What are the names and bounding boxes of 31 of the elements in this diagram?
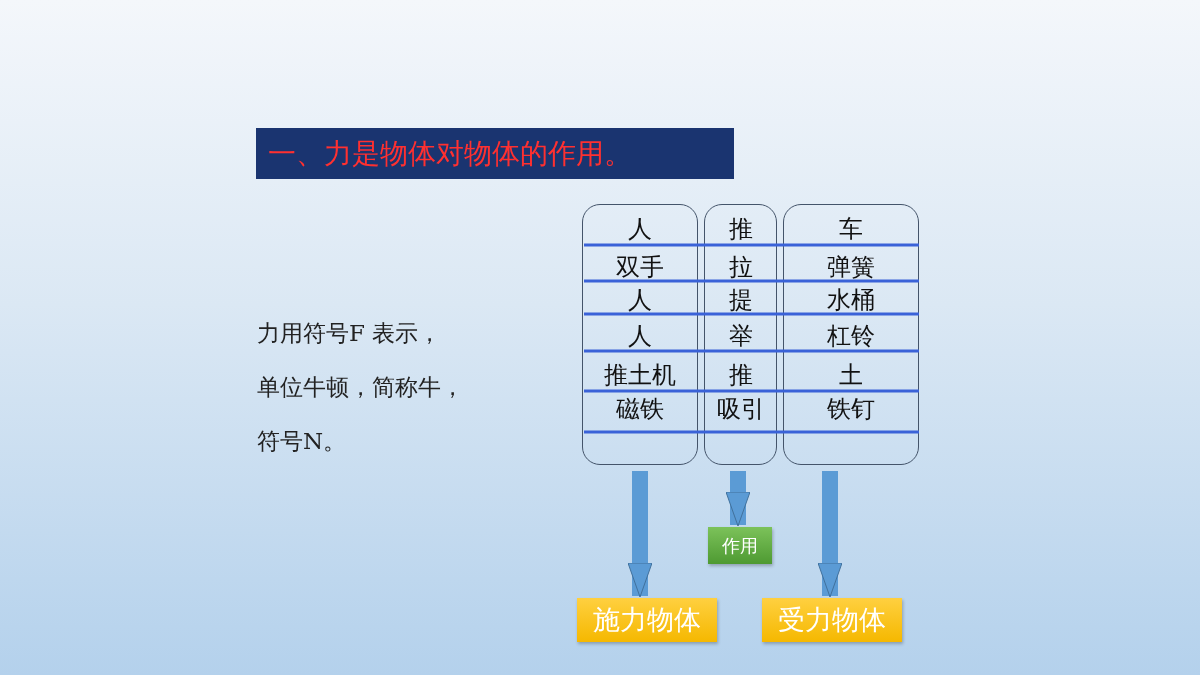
arrow — [817, 471, 843, 598]
table-text: 水桶 — [826, 285, 876, 315]
note-text: 力用符号F 表示， — [257, 319, 442, 348]
note-text: 单位牛顿，简称牛， — [257, 373, 464, 402]
table-text: 土 — [838, 360, 864, 390]
table-text: 磁铁 — [615, 394, 665, 424]
table-text: 杠铃 — [826, 321, 876, 351]
table-text: 推 — [727, 214, 754, 244]
table-text: 铁钉 — [826, 394, 876, 424]
table-text: 人 — [627, 321, 653, 351]
table-text: 人 — [627, 285, 653, 315]
table-text: 人 — [627, 214, 653, 244]
table-text: 吸引 — [715, 394, 766, 424]
table-text: 推 — [727, 360, 754, 390]
table-text: 双手 — [615, 252, 665, 282]
note-text: 符号N。 — [257, 427, 347, 456]
label-box: 施力物体 — [577, 598, 717, 642]
title-banner: 一、力是物体对物体的作用。 — [256, 128, 734, 179]
table-text: 车 — [838, 214, 864, 244]
table-text: 提 — [727, 285, 754, 315]
arrow — [627, 471, 653, 598]
column-box — [783, 204, 919, 465]
label-box: 受力物体 — [762, 598, 902, 642]
table-text: 拉 — [727, 252, 754, 282]
table-text: 举 — [727, 321, 754, 351]
table-text: 弹簧 — [826, 252, 876, 282]
table-text: 推土机 — [603, 360, 677, 390]
column-box — [582, 204, 698, 465]
label-box: 作用 — [708, 527, 772, 564]
column-box — [704, 204, 777, 465]
arrow — [725, 471, 751, 527]
